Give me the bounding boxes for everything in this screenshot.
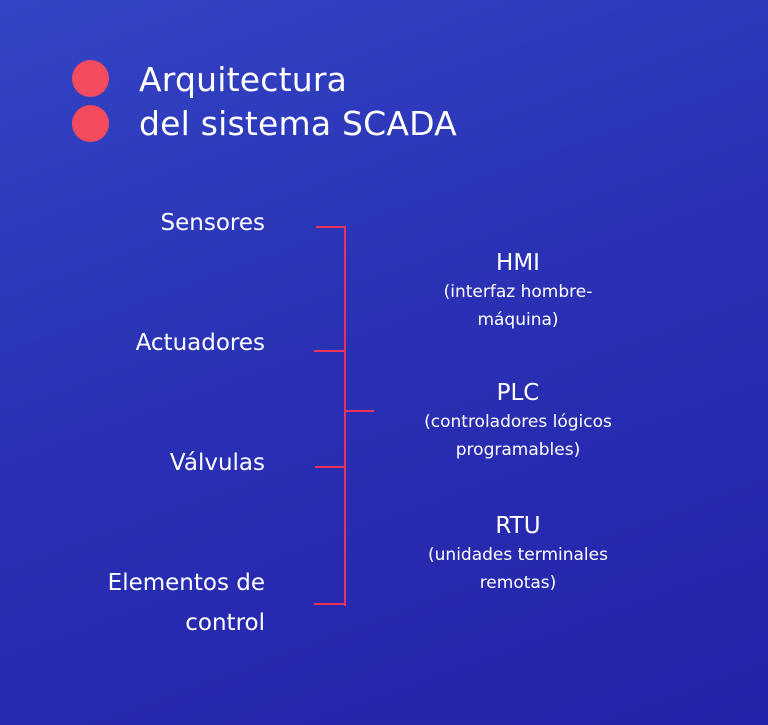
left-item-elementos-line-2: control [185,610,265,636]
bracket-tick-actuadores [314,350,346,352]
bracket-tick-sensores [316,226,346,228]
left-item-valvulas: Válvulas [169,450,265,476]
right-item-rtu-head: RTU [495,513,541,539]
right-item-hmi: HMI (interfaz hombre- máquina) [396,248,640,334]
title-line-2: del sistema SCADA [139,104,457,143]
left-item-sensores: Sensores [160,210,265,236]
right-item-plc: PLC (controladores lógicos programables) [396,378,640,464]
bracket-tick-elementos [314,603,346,605]
right-item-plc-sub-1: (controladores lógicos [424,412,612,432]
bracket-tick-valvulas [315,466,346,468]
title-bullet-1 [72,60,109,97]
right-item-hmi-sub-1: (interfaz hombre- [443,282,593,302]
left-item-elementos-control: Elementos de control [108,563,265,643]
title-bullet-2 [72,105,109,142]
right-item-hmi-sub-2: máquina) [477,310,559,330]
right-item-plc-head: PLC [496,380,540,406]
left-item-actuadores: Actuadores [135,330,265,356]
page-title: Arquitectura del sistema SCADA [139,58,457,146]
right-item-rtu-sub-2: remotas) [479,573,557,593]
right-item-rtu: RTU (unidades terminales remotas) [396,511,640,597]
right-item-plc-sub-2: programables) [455,440,581,460]
right-item-hmi-head: HMI [496,250,540,276]
bracket-vertical-line [344,226,346,606]
bracket-tick-output [344,410,374,412]
right-item-rtu-sub-1: (unidades terminales [428,545,608,565]
title-line-1: Arquitectura [139,60,348,99]
left-item-elementos-line-1: Elementos de [107,570,265,596]
